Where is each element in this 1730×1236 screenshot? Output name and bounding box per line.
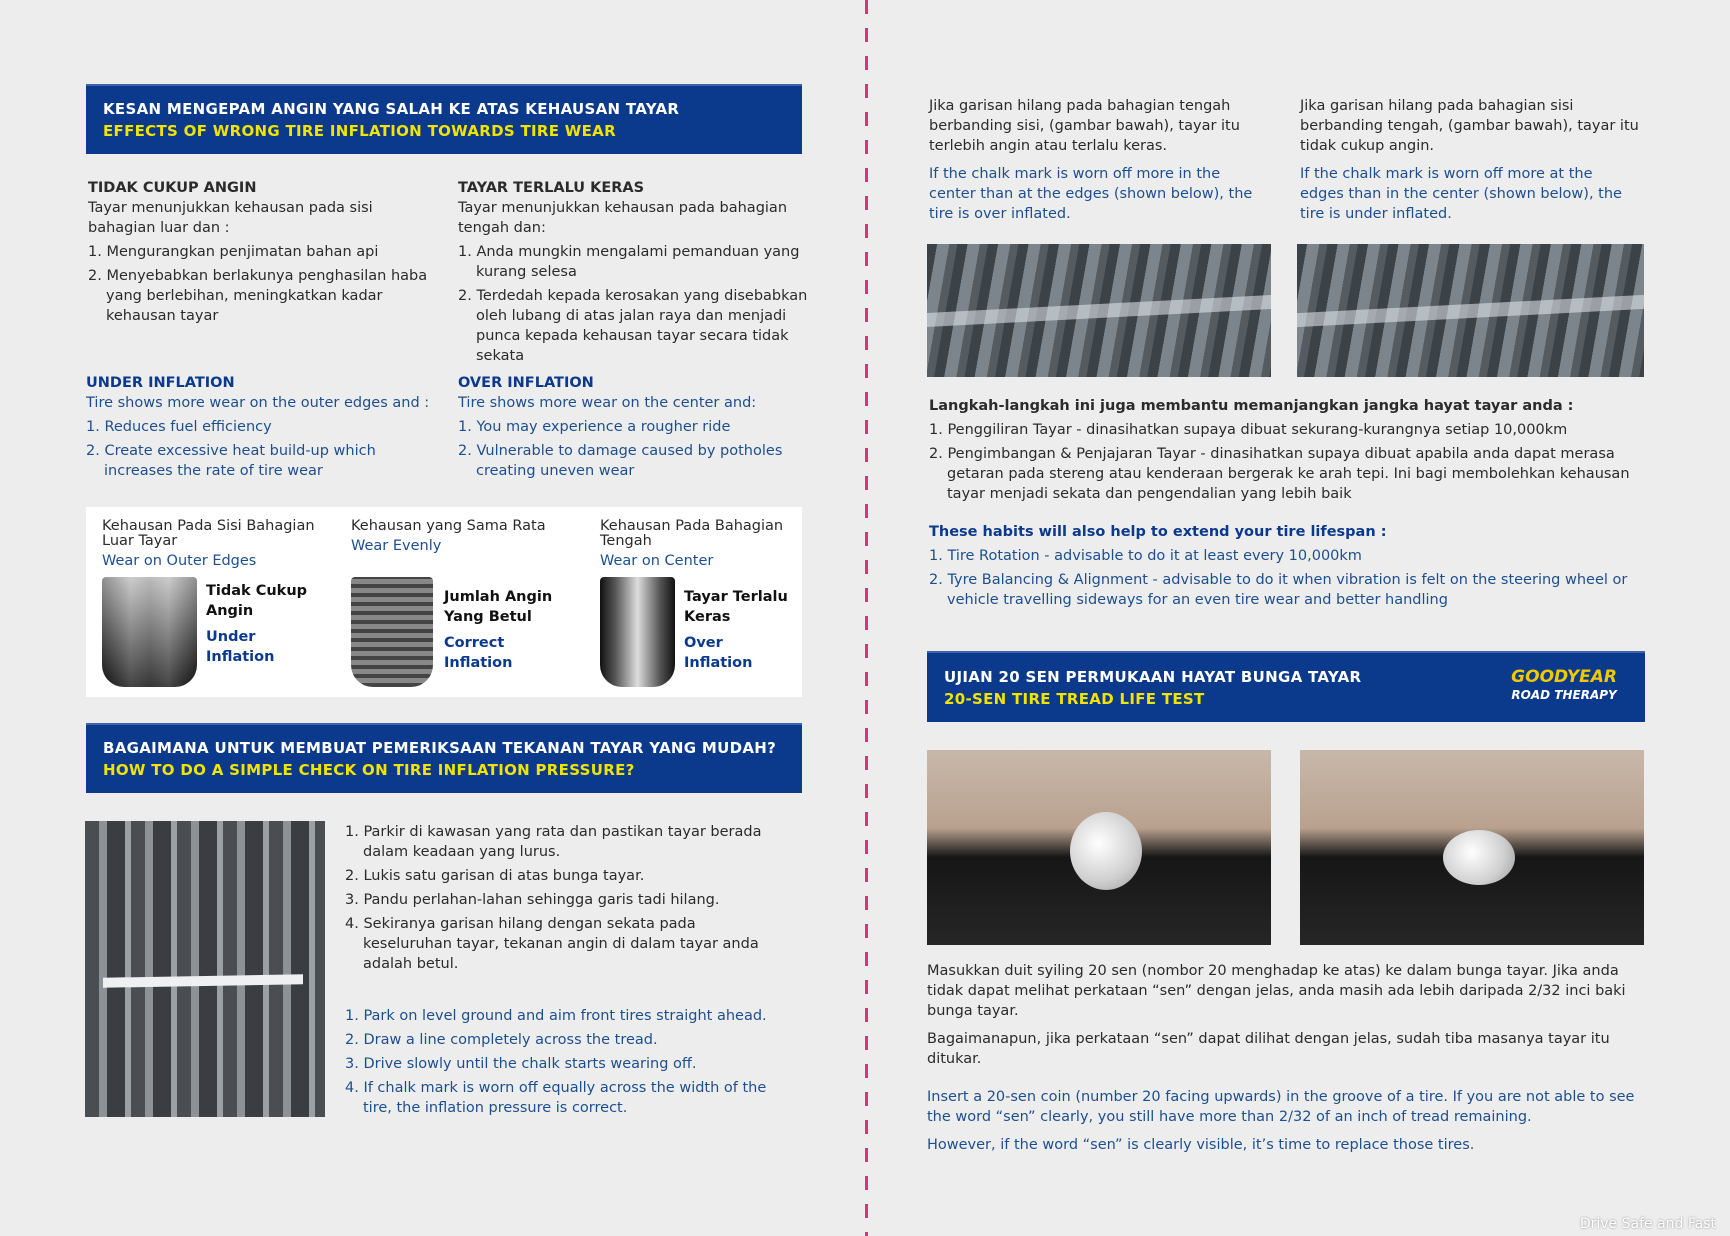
steps-en: 1. Park on level ground and aim front ti…	[345, 1002, 775, 1118]
under-inflation-ms: TIDAK CUKUP ANGIN Tayar menunjukkan keha…	[88, 178, 438, 326]
caption-en: Wear on Outer Edges	[102, 553, 257, 569]
text-en: If the chalk mark is worn off more at th…	[1300, 166, 1622, 222]
habits-en: These habits will also help to extend yo…	[929, 522, 1639, 610]
para-en-2: However, if the word “sen” is clearly vi…	[927, 1137, 1475, 1153]
logo-text: GOODYEAR	[1511, 667, 1617, 687]
heading: Langkah-langkah ini juga membantu memanj…	[929, 398, 1574, 414]
section-banner-tire-wear: KESAN MENGEPAM ANGIN YANG SALAH KE ATAS …	[86, 84, 802, 154]
caption-ms: Kehausan Pada Sisi Bahagian Luar Tayar	[102, 518, 315, 549]
section-banner-pressure-check: BAGAIMANA UNTUK MEMBUAT PEMERIKSAAN TEKA…	[86, 723, 802, 793]
text-ms: Jika garisan hilang pada bahagian sisi b…	[1300, 98, 1639, 154]
list-item: 1. Mengurangkan penjimatan bahan api	[88, 244, 379, 260]
heading: OVER INFLATION	[458, 375, 594, 391]
heading: UNDER INFLATION	[86, 375, 235, 391]
label-en: Under Inflation	[206, 629, 275, 665]
list-item: 2. Terdedah kepada kerosakan yang diseba…	[458, 288, 808, 364]
para-ms-2: Bagaimanapun, jika perkataan “sen” dapat…	[927, 1031, 1610, 1067]
logo-subtext: ROAD THERAPY	[1511, 688, 1617, 702]
coin-test-photo-1	[927, 750, 1271, 945]
tread-photo-under-inflated	[1297, 244, 1644, 377]
coin-test-text: Masukkan duit syiling 20 sen (nombor 20 …	[927, 961, 1642, 1155]
list-item: 1. Reduces fuel efficiency	[86, 419, 272, 435]
list-item: 2. Lukis satu garisan di atas bunga taya…	[345, 868, 645, 884]
tire-image-outer-wear	[102, 577, 197, 687]
section-banner-20sen-test: UJIAN 20 SEN PERMUKAAN HAYAT BUNGA TAYAR…	[927, 651, 1645, 722]
chalk-under-inflated: Jika garisan hilang pada bahagian sisi b…	[1300, 96, 1640, 224]
caption-ms: Kehausan yang Sama Rata	[351, 518, 546, 534]
list-item: 1. Parkir di kawasan yang rata dan pasti…	[345, 824, 762, 860]
page-fold-divider	[865, 0, 868, 1236]
text-en: If the chalk mark is worn off more in th…	[929, 166, 1253, 222]
tread-photo-over-inflated	[927, 244, 1271, 377]
list-item: 2. Create excessive heat build-up which …	[86, 443, 376, 479]
heading: These habits will also help to extend yo…	[929, 524, 1387, 540]
heading: TAYAR TERLALU KERAS	[458, 180, 645, 196]
intro: Tire shows more wear on the outer edges …	[86, 395, 430, 411]
tire-image-center-wear	[600, 577, 675, 687]
banner-title-ms: UJIAN 20 SEN PERMUKAAN HAYAT BUNGA TAYAR	[944, 667, 1362, 686]
list-item: 1. Penggiliran Tayar - dinasihatkan supa…	[929, 422, 1568, 438]
list-item: 2. Vulnerable to damage caused by pothol…	[458, 443, 783, 479]
wear-pattern-panel: Kehausan Pada Sisi Bahagian Luar Tayar W…	[86, 507, 802, 697]
banner-title-en: HOW TO DO A SIMPLE CHECK ON TIRE INFLATI…	[103, 761, 635, 779]
over-inflation-en: OVER INFLATION Tire shows more wear on t…	[458, 373, 798, 481]
list-item: 3. Drive slowly until the chalk starts w…	[345, 1056, 697, 1072]
list-item: 4. Sekiranya garisan hilang dengan sekat…	[345, 916, 759, 972]
caption-en: Wear Evenly	[351, 538, 442, 554]
label-en: Over Inflation	[684, 635, 753, 671]
banner-title-ms: KESAN MENGEPAM ANGIN YANG SALAH KE ATAS …	[103, 100, 680, 118]
wear-outer-edges: Kehausan Pada Sisi Bahagian Luar Tayar W…	[102, 519, 332, 571]
list-item: 1. Park on level ground and aim front ti…	[345, 1008, 767, 1024]
list-item: 3. Pandu perlahan-lahan sehingga garis t…	[345, 892, 720, 908]
goodyear-logo: GOODYEAR ROAD THERAPY	[1511, 667, 1617, 703]
label-ms: Jumlah Angin Yang Betul	[444, 589, 553, 625]
wear-evenly: Kehausan yang Sama Rata Wear Evenly	[351, 519, 581, 556]
para-en-1: Insert a 20-sen coin (number 20 facing u…	[927, 1089, 1635, 1125]
chalk-over-inflated: Jika garisan hilang pada bahagian tengah…	[929, 96, 1269, 224]
list-item: 2. Menyebabkan berlakunya penghasilan ha…	[88, 268, 428, 324]
caption-en: Wear on Center	[600, 553, 714, 569]
banner-title-ms: BAGAIMANA UNTUK MEMBUAT PEMERIKSAAN TEKA…	[103, 739, 777, 757]
intro: Tayar menunjukkan kehausan pada sisi bah…	[88, 200, 373, 236]
list-item: 2. Tyre Balancing & Alignment - advisabl…	[929, 572, 1628, 608]
steps-ms: 1. Parkir di kawasan yang rata dan pasti…	[345, 818, 775, 974]
text-ms: Jika garisan hilang pada bahagian tengah…	[929, 98, 1240, 154]
para-ms-1: Masukkan duit syiling 20 sen (nombor 20 …	[927, 963, 1626, 1019]
list-item: 1. Anda mungkin mengalami pemanduan yang…	[458, 244, 800, 280]
list-item: 2. Draw a line completely across the tre…	[345, 1032, 658, 1048]
tire-image-even-wear	[351, 577, 433, 687]
banner-title-en: EFFECTS OF WRONG TIRE INFLATION TOWARDS …	[103, 122, 616, 140]
intro: Tayar menunjukkan kehausan pada bahagian…	[458, 200, 788, 236]
under-inflation-en: UNDER INFLATION Tire shows more wear on …	[86, 373, 446, 481]
label-ms: Tidak Cukup Angin	[206, 583, 308, 619]
label-ms: Tayar Terlalu Keras	[684, 589, 788, 625]
chalk-line-tire-photo	[85, 821, 325, 1117]
label-en: Correct Inflation	[444, 635, 513, 671]
over-inflation-ms: TAYAR TERLALU KERAS Tayar menunjukkan ke…	[458, 178, 818, 366]
list-item: 4. If chalk mark is worn off equally acr…	[345, 1080, 767, 1116]
list-item: 2. Pengimbangan & Penjajaran Tayar - din…	[929, 446, 1630, 502]
habits-ms: Langkah-langkah ini juga membantu memanj…	[929, 396, 1639, 504]
watermark: Drive Safe and Fast	[1579, 1216, 1716, 1232]
banner-title-en: 20-SEN TIRE TREAD LIFE TEST	[944, 689, 1205, 708]
list-item: 1. Tire Rotation - advisable to do it at…	[929, 548, 1362, 564]
intro: Tire shows more wear on the center and:	[458, 395, 757, 411]
caption-ms: Kehausan Pada Bahagian Tengah	[600, 518, 784, 549]
wear-center: Kehausan Pada Bahagian Tengah Wear on Ce…	[600, 519, 800, 571]
coin-test-photo-2	[1300, 750, 1644, 945]
list-item: 1. You may experience a rougher ride	[458, 419, 731, 435]
heading: TIDAK CUKUP ANGIN	[88, 180, 257, 196]
